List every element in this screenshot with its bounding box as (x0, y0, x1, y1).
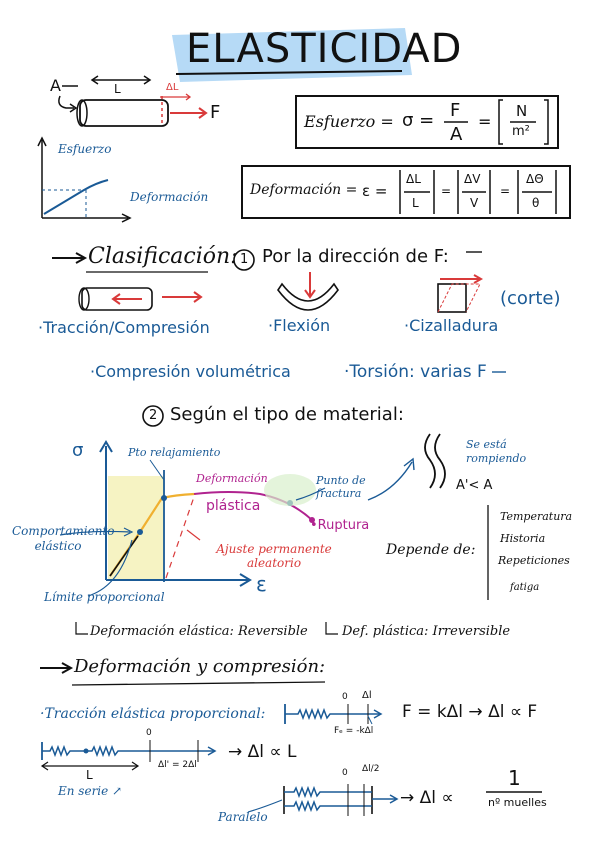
rod-label-dl: ΔL (166, 82, 179, 93)
series-result: → Δl ∝ L (228, 742, 297, 762)
depende-label: Depende de: (386, 542, 476, 558)
springs-heading: Deformación y compresión: (74, 656, 326, 677)
stress-num: F (450, 100, 461, 121)
single-zero: 0 (342, 692, 348, 702)
traccion-label: ·Tracción elástica proporcional: (40, 706, 266, 722)
ruptura-label: •Ruptura (310, 518, 370, 533)
factor-historia: Historia (500, 532, 546, 545)
comportamiento-label: Comportamiento elástico (12, 524, 115, 553)
stress-label: Esfuerzo = (304, 112, 394, 131)
strain-1-num: ΔL (406, 172, 421, 186)
graph-sigma: σ (72, 440, 84, 461)
stress-unit-eq: = (478, 112, 492, 131)
a-lt-label: A'< A (456, 478, 493, 493)
strain-eq-2: = (500, 184, 511, 198)
class-item-volumetrica: ·Compresión volumétrica (90, 362, 291, 381)
se-esta-label: Se está rompiendo (466, 438, 527, 465)
parallel-dl-half: Δl/2 (362, 764, 380, 774)
rod-label-l: L (114, 82, 121, 96)
strain-1-den: L (412, 196, 419, 210)
strain-label: Deformación = (250, 182, 358, 198)
punto-fractura-label: Punto de fractura (316, 474, 366, 500)
series-dl: Δl' = 2Δl (158, 760, 197, 770)
class-item-traccion: ·Tracción/Compresión (38, 318, 210, 337)
graph-xlabel: Deformación (130, 190, 209, 204)
parallel-den: nº muelles (488, 796, 547, 809)
stress-unit-den: m² (512, 124, 530, 139)
strain-3-num: ΔΘ (526, 172, 544, 186)
graph-ylabel: Esfuerzo (58, 142, 112, 156)
strain-2-num: ΔV (464, 172, 481, 186)
deformacion-plastica-label: Deformación (196, 472, 268, 485)
strain-2-den: V (470, 196, 479, 210)
note-elastica: Deformación elástica: Reversible (90, 624, 308, 639)
strain-eq-1: = (441, 184, 452, 198)
factor-fatiga: fatiga (510, 582, 540, 593)
single-dl: Δl (362, 690, 372, 701)
rod-label-a: A (50, 76, 61, 95)
series-l: L (86, 768, 93, 782)
stress-unit-num: N (516, 102, 528, 120)
strain-symbol: ε = (362, 182, 388, 200)
point1-text: Por la dirección de F: (262, 246, 449, 267)
parallel-zero: 0 (342, 768, 348, 778)
limite-label: Límite proporcional (44, 590, 165, 604)
stress-den: A (450, 124, 463, 145)
page-title: Elasticidad (186, 26, 463, 72)
pto-relajamiento-label: Pto relajamiento (128, 446, 221, 459)
graph-epsilon: ε (256, 572, 267, 596)
point2-number: 2 (149, 408, 158, 423)
series-label: En serie ↗ (58, 784, 123, 798)
class-item-cizalladura: ·Cizalladura (404, 316, 499, 335)
point1-number: 1 (240, 252, 249, 267)
single-fe: Fₑ = -kΔl (334, 726, 374, 736)
plastica-label: plástica (206, 498, 261, 514)
rod-label-f: F (210, 102, 221, 123)
parallel-label: Paralelo (218, 810, 268, 824)
point2-text: Según el tipo de material: (170, 404, 404, 425)
note-plastica: Def. plástica: Irreversible (342, 624, 511, 639)
class-item-torsion: ·Torsión: varias F (344, 362, 487, 382)
factor-temperatura: Temperatura (500, 510, 573, 523)
parallel-result: → Δl ∝ (400, 788, 454, 808)
strain-3-den: θ (532, 196, 540, 210)
hooke-law: F = kΔl → Δl ∝ F (402, 702, 538, 722)
corte-label: (corte) (500, 288, 561, 309)
parallel-num: 1 (508, 766, 521, 790)
stress-symbol: σ = (402, 110, 435, 131)
factor-repeticiones: Repeticiones (498, 554, 570, 567)
ajuste-label: Ajuste permanente aleatorio (216, 542, 332, 570)
class-item-flexion: ·Flexión (268, 316, 331, 335)
series-zero: 0 (146, 728, 152, 738)
classification-heading: Clasificación: (88, 244, 238, 269)
